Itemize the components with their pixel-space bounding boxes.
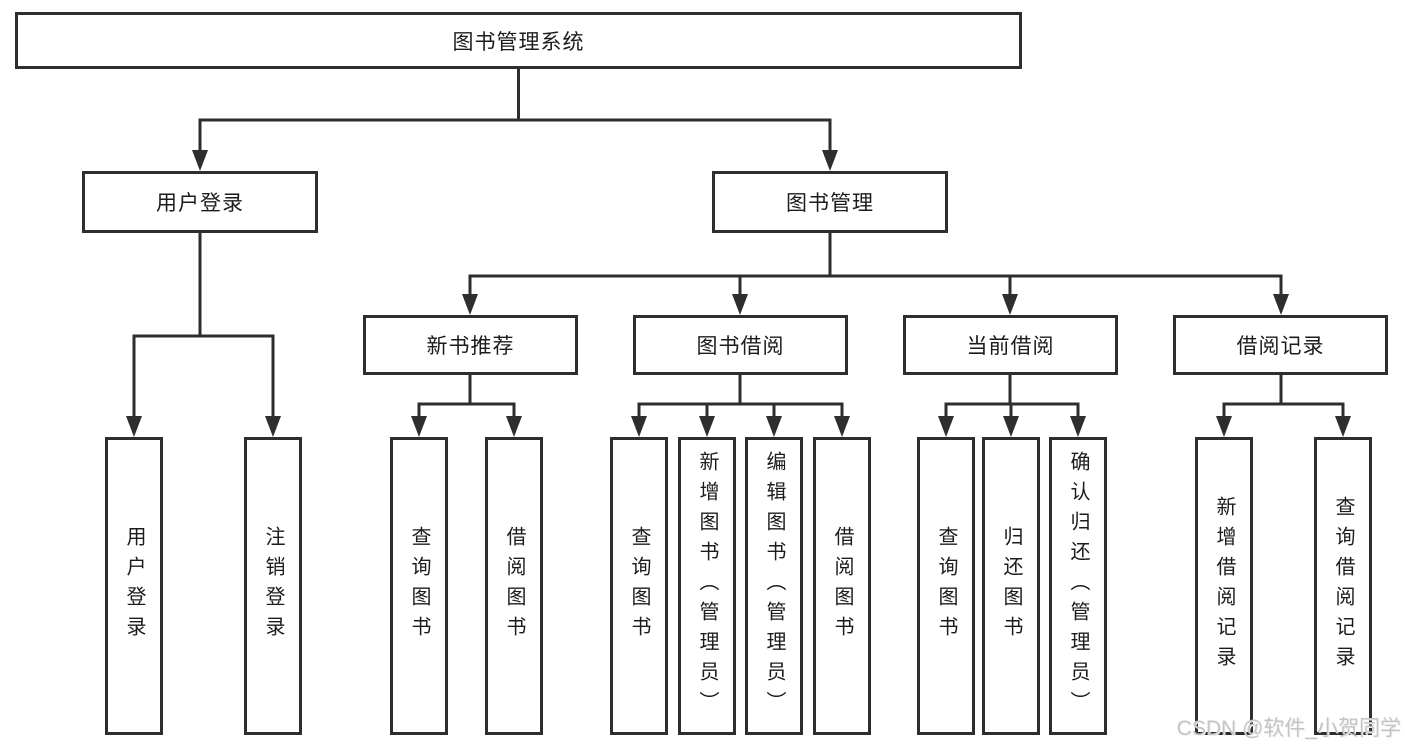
leaf-br-add-record: 新增借阅记录 — [1195, 437, 1253, 735]
node-current-borrow: 当前借阅 — [903, 315, 1118, 375]
node-user-login: 用户登录 — [82, 171, 318, 233]
leaf-bb-add-book-admin: 新增图书（管理员） — [678, 437, 736, 735]
node-book-management-label: 图书管理 — [786, 192, 874, 215]
leaf-bb-borrow-book-label: 借阅图书 — [831, 526, 853, 646]
arrowhead — [822, 150, 838, 171]
arrowhead — [192, 150, 208, 171]
arrowhead — [1335, 416, 1351, 437]
edge-book-management-to-level3 — [462, 233, 1289, 315]
arrowhead — [1216, 416, 1232, 437]
node-root: 图书管理系统 — [15, 12, 1022, 69]
arrowhead — [938, 416, 954, 437]
edge-user-login-to-leaves — [126, 233, 281, 437]
leaf-logout-label: 注销登录 — [262, 526, 284, 646]
arrowhead — [631, 416, 647, 437]
leaf-nb-query-book: 查询图书 — [390, 437, 448, 735]
edge-borrow-record-to-leaves — [1216, 375, 1351, 437]
leaf-cb-return-book: 归还图书 — [982, 437, 1040, 735]
leaf-br-query-record: 查询借阅记录 — [1314, 437, 1372, 735]
arrowhead — [411, 416, 427, 437]
leaf-cb-query-book: 查询图书 — [917, 437, 975, 735]
arrowhead — [732, 294, 748, 315]
leaf-bb-edit-book-admin-label: 编辑图书（管理员） — [763, 451, 785, 721]
node-new-book-recommend: 新书推荐 — [363, 315, 578, 375]
leaf-cb-confirm-return-admin: 确认归还（管理员） — [1049, 437, 1107, 735]
arrowhead — [126, 416, 142, 437]
leaf-bb-edit-book-admin: 编辑图书（管理员） — [745, 437, 803, 735]
leaf-bb-query-book: 查询图书 — [610, 437, 668, 735]
node-borrow-record-label: 借阅记录 — [1236, 335, 1325, 358]
leaf-cb-return-book-label: 归还图书 — [1000, 526, 1022, 646]
arrowhead — [766, 416, 782, 437]
arrowhead — [462, 294, 478, 315]
arrowhead — [506, 416, 522, 437]
csdn-watermark: CSDN @软件_小贺同学 — [1176, 717, 1401, 740]
leaf-bb-borrow-book: 借阅图书 — [813, 437, 871, 735]
arrowhead — [1002, 294, 1018, 315]
node-current-borrow-label: 当前借阅 — [966, 335, 1055, 358]
leaf-br-query-record-label: 查询借阅记录 — [1332, 496, 1354, 676]
arrowhead — [834, 416, 850, 437]
arrowhead — [1003, 416, 1019, 437]
node-new-book-recommend-label: 新书推荐 — [426, 335, 515, 358]
leaf-cb-query-book-label: 查询图书 — [935, 526, 957, 646]
node-borrow-record: 借阅记录 — [1173, 315, 1388, 375]
leaf-bb-query-book-label: 查询图书 — [628, 526, 650, 646]
leaf-br-add-record-label: 新增借阅记录 — [1213, 496, 1235, 676]
edge-new-book-recommend-to-leaves — [411, 375, 522, 437]
leaf-bb-add-book-admin-label: 新增图书（管理员） — [696, 451, 718, 721]
node-book-borrow: 图书借阅 — [633, 315, 848, 375]
node-book-borrow-label: 图书借阅 — [696, 335, 785, 358]
leaf-user-login-label: 用户登录 — [123, 526, 145, 646]
leaf-cb-confirm-return-admin-label: 确认归还（管理员） — [1067, 451, 1089, 721]
edge-book-borrow-to-leaves — [631, 375, 850, 437]
arrowhead — [1070, 416, 1086, 437]
leaf-nb-query-book-label: 查询图书 — [408, 526, 430, 646]
arrowhead — [1273, 294, 1289, 315]
leaf-nb-borrow-book-label: 借阅图书 — [503, 526, 525, 646]
leaf-user-login: 用户登录 — [105, 437, 163, 735]
edge-root-to-level2 — [192, 69, 838, 171]
node-user-login-label: 用户登录 — [156, 192, 244, 215]
leaf-nb-borrow-book: 借阅图书 — [485, 437, 543, 735]
arrowhead — [699, 416, 715, 437]
node-root-label: 图书管理系统 — [452, 30, 585, 54]
arrowhead — [265, 416, 281, 437]
leaf-logout: 注销登录 — [244, 437, 302, 735]
node-book-management: 图书管理 — [712, 171, 948, 233]
edge-current-borrow-to-leaves — [938, 375, 1086, 437]
